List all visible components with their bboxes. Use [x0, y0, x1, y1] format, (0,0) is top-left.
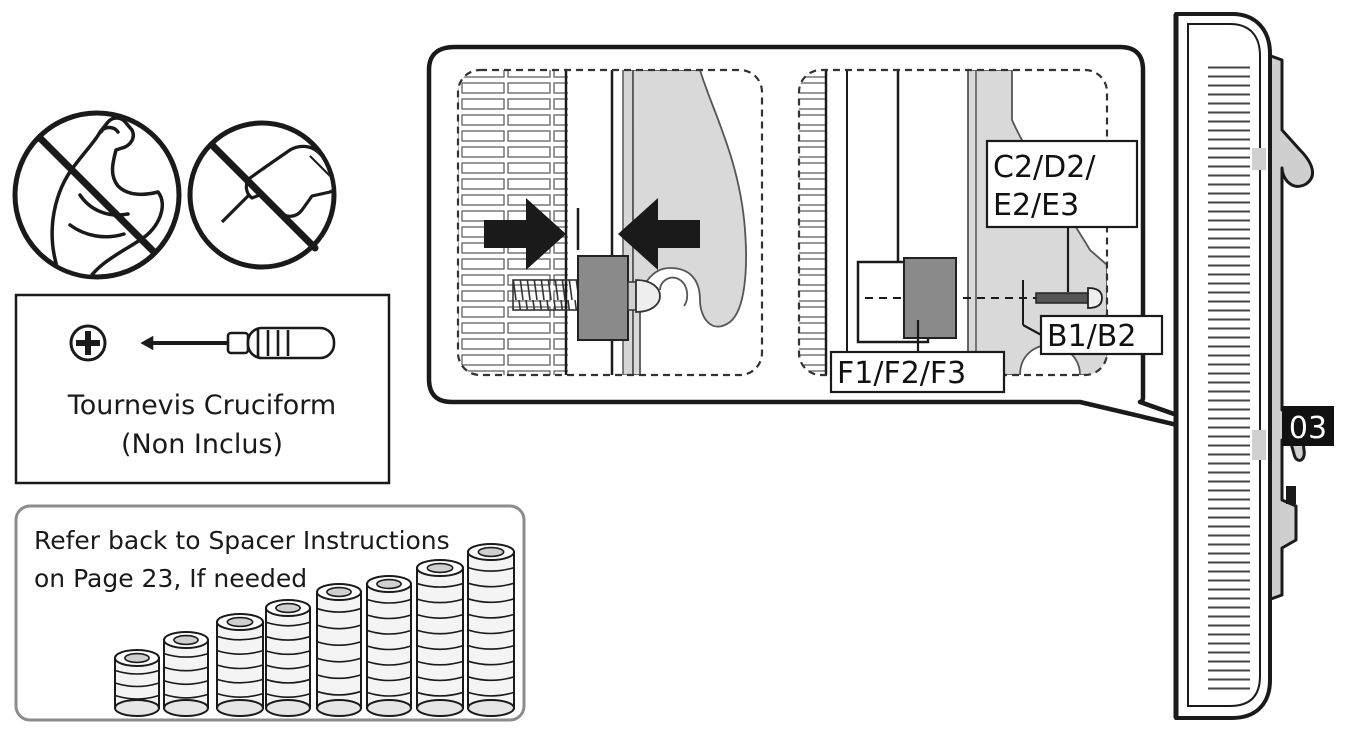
no-force-icon [12, 110, 182, 280]
step-number: 03 [1289, 411, 1327, 446]
no-power-drill-icon [187, 120, 337, 270]
spacer-note-box: Refer back to Spacer Instructions on Pag… [14, 504, 526, 722]
arrow-left-icon [618, 198, 700, 270]
detail-panel-compress [456, 68, 764, 377]
washer-label: B1/B2 [1047, 319, 1136, 354]
tv-side-view [1173, 12, 1315, 720]
tool-box: Tournevis Cruciform (Non Inclus) [14, 293, 391, 485]
spacer-icon [467, 543, 515, 717]
spacer-set-illustration [114, 543, 515, 717]
phillips-head-icon [69, 324, 107, 362]
spacer-label: F1/F2/F3 [837, 356, 966, 391]
spacer-icon [316, 583, 362, 717]
spacer-icon [366, 575, 412, 717]
spacer-icon [114, 649, 160, 717]
bolt-label-line2: E2/E3 [993, 188, 1079, 223]
detail-panel-parts: C2/D2/ E2/E3 B1/B2 F1/F2/F3 [797, 68, 1164, 394]
spacer-label-box [829, 350, 1006, 394]
spacer-icon [416, 559, 464, 717]
spacer-icon [163, 631, 209, 717]
bolt-label-box [985, 139, 1139, 229]
step-badge: 03 [1282, 406, 1334, 446]
screwdriver-icon [140, 326, 336, 360]
washer-label-box [1039, 314, 1164, 356]
spacer-note-line2: on Page 23, If needed [34, 564, 307, 593]
tool-name-line2: (Non Inclus) [121, 429, 283, 460]
spacer-icon [265, 599, 311, 717]
bolt-label-line1: C2/D2/ [993, 150, 1096, 185]
spacer-icon [216, 613, 264, 717]
arrow-right-icon [484, 198, 566, 270]
spacer-note-line1: Refer back to Spacer Instructions [34, 526, 450, 555]
tool-name-line1: Tournevis Cruciform [67, 390, 336, 421]
